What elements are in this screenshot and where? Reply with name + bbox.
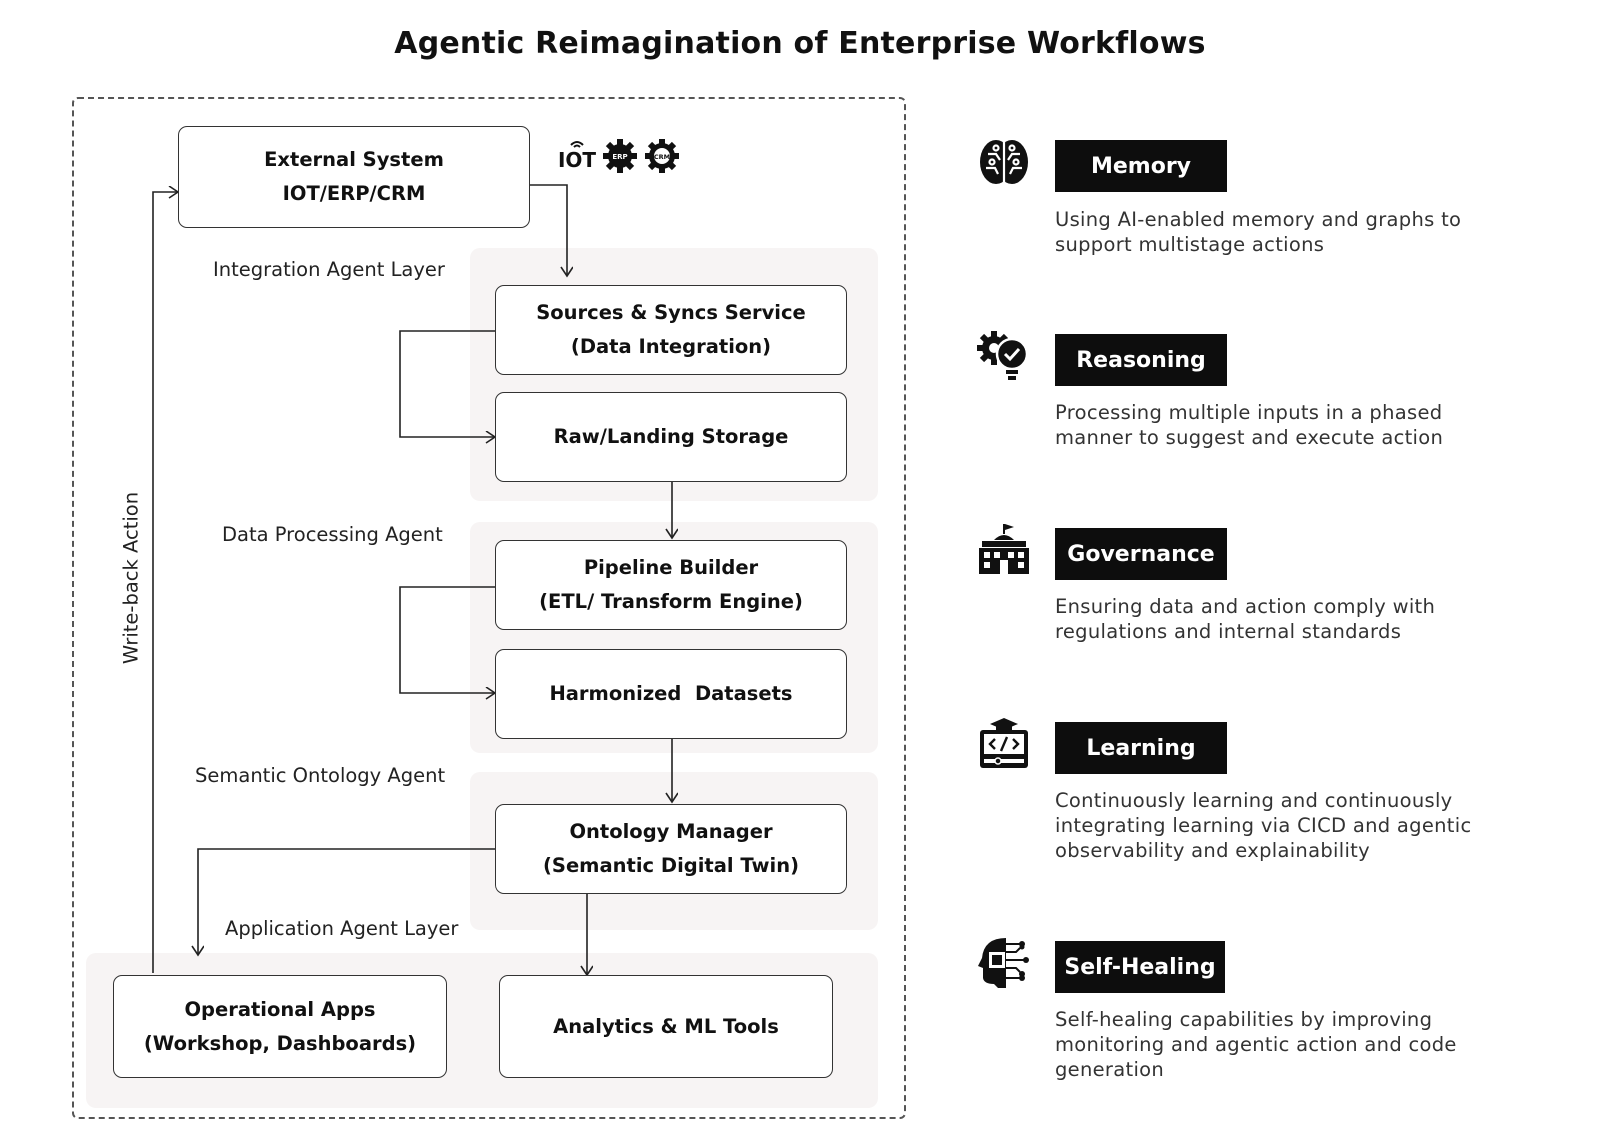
brain-icon (980, 140, 1028, 184)
capability-memory-description: Using AI-enabled memory and graphs to su… (1055, 208, 1462, 256)
arrow-sources-to-raw (399, 330, 495, 437)
analytics-ml-node: Analytics & ML Tools (499, 975, 833, 1078)
ontology-manager-node: Ontology Manager (Semantic Digital Twin) (495, 804, 847, 894)
external-system-title: External System (264, 148, 444, 171)
harmonized-datasets-title: Harmonized Datasets (549, 682, 793, 705)
harmonized-datasets-node: Harmonized Datasets (495, 649, 847, 739)
capability-self-healing-badge: Self-Healing (1055, 941, 1225, 993)
writeback-label: Write-back Action (119, 491, 143, 665)
operational-apps-subtitle: (Workshop, Dashboards) (143, 1031, 417, 1055)
operational-apps-node: Operational Apps (Workshop, Dashboards) (113, 975, 447, 1078)
processing-layer-label: Data Processing Agent (222, 523, 443, 546)
pipeline-builder-subtitle: (ETL/ Transform Engine) (539, 590, 803, 613)
capability-governance-badge: Governance (1055, 528, 1227, 580)
sources-syncs-subtitle: (Data Integration) (570, 335, 772, 358)
capability-self-healing-description: Self-healing capabilities by improving m… (1055, 1008, 1457, 1081)
erp-gear-icon: ERP (603, 139, 637, 173)
external-system-subtitle: IOT/ERP/CRM (282, 182, 426, 205)
ontology-manager-subtitle: (Semantic Digital Twin) (542, 854, 799, 877)
capability-learning-badge: Learning (1055, 722, 1227, 774)
capability-reasoning-description: Processing multiple inputs in a phased m… (1055, 401, 1444, 449)
crm-gear-icon: CRM (645, 139, 679, 173)
svg-text:ERP: ERP (612, 153, 627, 161)
arrow-ontology-to-operational (198, 848, 495, 955)
pipeline-builder-node: Pipeline Builder (ETL/ Transform Engine) (495, 540, 847, 630)
operational-apps-title: Operational Apps (184, 997, 376, 1021)
svg-text:CRM: CRM (654, 153, 670, 161)
arrow-writeback (152, 192, 178, 973)
application-layer-label: Application Agent Layer (225, 917, 459, 940)
raw-storage-title: Raw/Landing Storage (553, 425, 789, 448)
ontology-manager-title: Ontology Manager (569, 820, 773, 843)
arrow-pipeline-to-harmonized (399, 586, 495, 693)
government-building-icon (979, 524, 1029, 574)
page-title: Agentic Reimagination of Enterprise Work… (394, 26, 1206, 61)
iot-icon: IOT (558, 141, 596, 172)
arrow-external-to-sources (530, 184, 567, 276)
sources-syncs-node: Sources & Syncs Service (Data Integratio… (495, 285, 847, 375)
system-icons: IOT ERP CRM (558, 138, 680, 174)
capability-governance-description: Ensuring data and action comply with reg… (1055, 595, 1436, 643)
semantic-layer-label: Semantic Ontology Agent (195, 764, 446, 787)
gear-lightbulb-icon (977, 331, 1029, 380)
architecture-frame (72, 97, 906, 1119)
ai-chip-head-icon (978, 938, 1029, 988)
code-graduation-icon (980, 718, 1028, 768)
integration-layer-label: Integration Agent Layer (213, 258, 445, 281)
capability-reasoning-badge: Reasoning (1055, 334, 1227, 386)
svg-text:IOT: IOT (558, 148, 596, 172)
pipeline-builder-title: Pipeline Builder (583, 556, 759, 579)
sources-syncs-title: Sources & Syncs Service (536, 301, 806, 324)
capability-memory-badge: Memory (1055, 140, 1227, 192)
external-system-node: External System IOT/ERP/CRM (178, 126, 530, 228)
capability-learning-description: Continuously learning and continuously i… (1055, 789, 1472, 862)
analytics-ml-title: Analytics & ML Tools (553, 1014, 779, 1038)
raw-storage-node: Raw/Landing Storage (495, 392, 847, 482)
